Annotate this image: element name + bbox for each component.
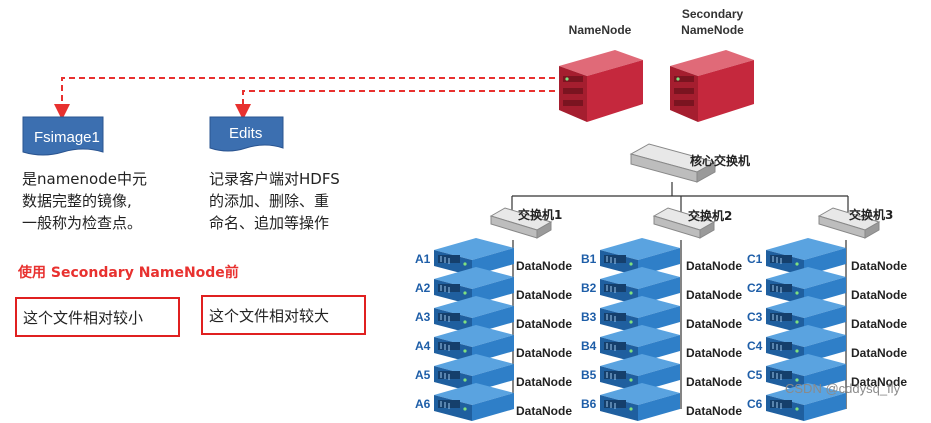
- namenode-label: NameNode: [568, 23, 632, 37]
- datanode-label: DataNode: [851, 317, 908, 331]
- datanode-id-label: A4: [415, 339, 431, 353]
- network-lines: [511, 182, 849, 409]
- datanode-id-label: B6: [581, 397, 597, 411]
- datanode-id-label: A5: [415, 368, 431, 382]
- datanode-label: DataNode: [686, 346, 743, 360]
- datanode-id-label: A2: [415, 281, 431, 295]
- datanode-label: DataNode: [686, 317, 743, 331]
- switch-3-icon: [817, 207, 881, 239]
- switch-2-icon: [652, 207, 716, 239]
- link-to-fsimage: [54, 77, 565, 120]
- switch-1-label: 交换机1: [518, 208, 563, 222]
- file-large-box: 这个文件相对较大: [201, 295, 366, 335]
- datanode-label: DataNode: [851, 288, 908, 302]
- edits-desc-line: 的添加、删除、重: [209, 192, 330, 210]
- datanode-id-label: B3: [581, 310, 597, 324]
- datanode-id-label: C3: [747, 310, 763, 324]
- fsimage-description: 是namenode中元 数据完整的镜像, 一般称为检查点。: [22, 168, 147, 234]
- datanode-id-label: C4: [747, 339, 763, 353]
- edits-desc-line: 记录客户端对HDFS: [209, 170, 340, 188]
- datanode-label: DataNode: [516, 346, 573, 360]
- datanode-id-label: A3: [415, 310, 431, 324]
- before-secondary-title: 使用 Secondary NameNode前: [18, 265, 239, 281]
- datanode-id-label: B2: [581, 281, 597, 295]
- edits-label: Edits: [229, 125, 263, 142]
- datanode-id-label: C6: [747, 397, 763, 411]
- datanode-id-label: A1: [415, 252, 431, 266]
- switch-1-icon: [489, 207, 553, 239]
- core-switch-label: 核心交换机: [690, 154, 751, 168]
- datanode-label: DataNode: [851, 259, 908, 273]
- fsimage-desc-line: 数据完整的镜像,: [22, 192, 132, 210]
- datanode-label: DataNode: [516, 288, 573, 302]
- switch-2-label: 交换机2: [688, 209, 733, 223]
- datanode-label: DataNode: [516, 404, 573, 418]
- namenode-links: [54, 77, 565, 120]
- secondary-namenode-text: Secondary NameNode: [681, 7, 744, 37]
- datanode-label: DataNode: [851, 375, 908, 389]
- datanode-label: DataNode: [516, 259, 573, 273]
- datanode-server-icon: [434, 325, 514, 363]
- fsimage-document-icon: [22, 116, 104, 156]
- datanode-id-label: B1: [581, 252, 597, 266]
- datanode-label: DataNode: [686, 288, 743, 302]
- edits-description: 记录客户端对HDFS 的添加、删除、重 命名、追加等操作: [209, 168, 340, 234]
- datanode-server-icon: [600, 383, 680, 421]
- secondary-namenode-server-icon: [670, 50, 754, 122]
- datanode-label: DataNode: [516, 375, 573, 389]
- edits-desc-line: 命名、追加等操作: [209, 214, 330, 232]
- datanode-label: DataNode: [686, 259, 743, 273]
- datanode-id-label: B4: [581, 339, 597, 353]
- datanode-server-icon: [434, 383, 514, 421]
- core-switch-icon: [629, 143, 717, 183]
- edits-document-icon: [209, 116, 284, 152]
- datanode-label: DataNode: [851, 346, 908, 360]
- datanode-id-label: C2: [747, 281, 763, 295]
- file-small-box: 这个文件相对较小: [15, 297, 180, 337]
- secondary-namenode-label: Secondary NameNode: [665, 6, 760, 38]
- namenode-server-icon: [559, 50, 643, 122]
- watermark: CSDN @cddysq_fly: [785, 381, 901, 396]
- fsimage-label: Fsimage1: [34, 129, 100, 146]
- datanode-label: DataNode: [686, 375, 743, 389]
- datanode-id-label: A6: [415, 397, 431, 411]
- fsimage-desc-line: 是namenode中元: [22, 170, 147, 188]
- datanode-id-label: C5: [747, 368, 763, 382]
- datanode-label: DataNode: [516, 317, 573, 331]
- datanode-id-label: B5: [581, 368, 597, 382]
- fsimage-desc-line: 一般称为检查点。: [22, 214, 143, 232]
- datanode-id-label: C1: [747, 252, 763, 266]
- datanode-label: DataNode: [686, 404, 743, 418]
- link-to-edits: [235, 90, 565, 120]
- switch-3-label: 交换机3: [849, 208, 894, 222]
